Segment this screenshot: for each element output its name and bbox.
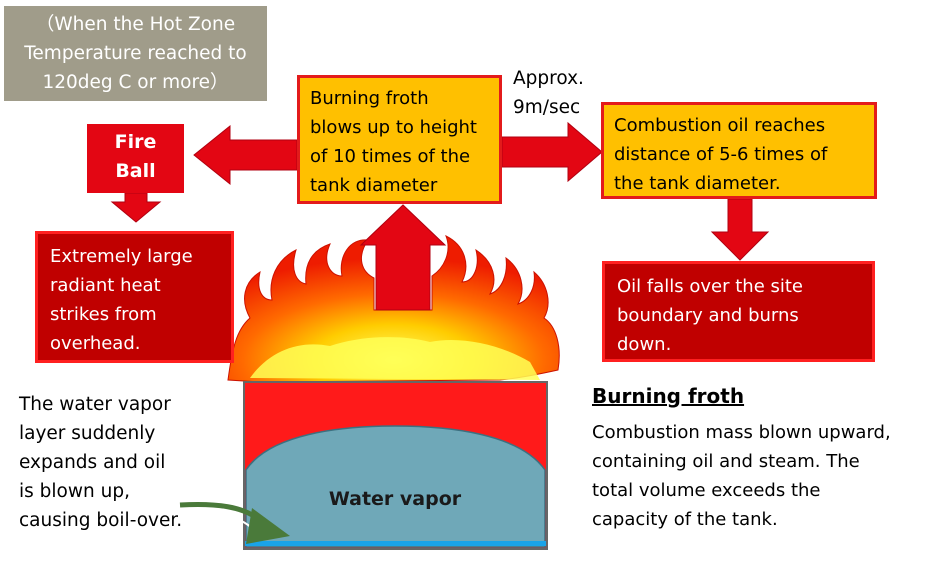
speed-line-1: Approx. — [513, 68, 584, 89]
radiant-line-1: Extremely large — [50, 246, 193, 267]
combustion-distance-box: Combustion oil reaches distance of 5-6 t… — [601, 102, 877, 199]
vapor-line-2: layer suddenly — [19, 423, 156, 444]
falls-line-1: Oil falls over the site — [617, 276, 803, 297]
radiant-line-4: overhead. — [50, 333, 141, 354]
tank-outline — [243, 381, 548, 550]
oil-falls-box: Oil falls over the site boundary and bur… — [602, 261, 875, 362]
bf-line-1: Combustion mass blown upward, — [592, 422, 891, 443]
froth-line-3: of 10 times of the — [310, 146, 471, 167]
falls-line-2: boundary and burns — [617, 305, 799, 326]
froth-height-box: Burning froth blows up to height of 10 t… — [297, 75, 502, 204]
burning-froth-description: Combustion mass blown upward, containing… — [592, 418, 932, 534]
flame-core — [250, 337, 540, 380]
vapor-line-1: The water vapor — [19, 394, 171, 415]
fireball-box: Fire Ball — [87, 124, 184, 193]
bf-line-4: capacity of the tank. — [592, 509, 778, 530]
combustion-line-1: Combustion oil reaches — [614, 115, 826, 136]
bf-line-3: total volume exceeds the — [592, 480, 821, 501]
falls-line-3: down. — [617, 334, 672, 355]
radiant-heat-box: Extremely large radiant heat strikes fro… — [35, 231, 234, 363]
condition-box: （When the Hot Zone Temperature reached t… — [4, 6, 267, 101]
froth-line-4: tank diameter — [310, 175, 438, 196]
vapor-line-5: causing boil-over. — [19, 510, 183, 531]
fireball-line-2: Ball — [115, 160, 156, 182]
combustion-line-2: distance of 5-6 times of — [614, 144, 828, 165]
water-vapor-label: Water vapor — [328, 488, 462, 510]
bf-line-2: containing oil and steam. The — [592, 451, 860, 472]
froth-line-1: Burning froth — [310, 88, 429, 109]
condition-line-3: 120deg C or more） — [42, 72, 229, 93]
condition-line-1: （When the Hot Zone — [35, 14, 236, 35]
vapor-line-3: expands and oil — [19, 452, 166, 473]
up-arrow — [359, 204, 447, 311]
tank-bottom-line — [244, 541, 547, 546]
vapor-line-4: is blown up, — [19, 481, 130, 502]
boil-over-note: The water vapor layer suddenly expands a… — [19, 390, 229, 535]
combustion-line-3: the tank diameter. — [614, 173, 781, 194]
froth-line-2: blows up to height — [310, 117, 477, 138]
speed-line-2: 9m/sec — [513, 97, 581, 118]
radiant-line-2: radiant heat — [50, 275, 161, 296]
fireball-line-1: Fire — [114, 131, 157, 153]
water-vapor-layer — [245, 425, 546, 548]
speed-label: Approx. 9m/sec — [513, 64, 584, 122]
burning-froth-title: Burning froth — [592, 384, 745, 408]
combustion-down-arrow — [710, 198, 770, 261]
pointer-arrow — [179, 501, 290, 544]
left-arrow — [193, 124, 298, 186]
condition-line-2: Temperature reached to — [24, 43, 247, 64]
right-arrow — [501, 121, 603, 183]
radiant-line-3: strikes from — [50, 304, 157, 325]
fireball-down-arrow — [110, 192, 162, 223]
